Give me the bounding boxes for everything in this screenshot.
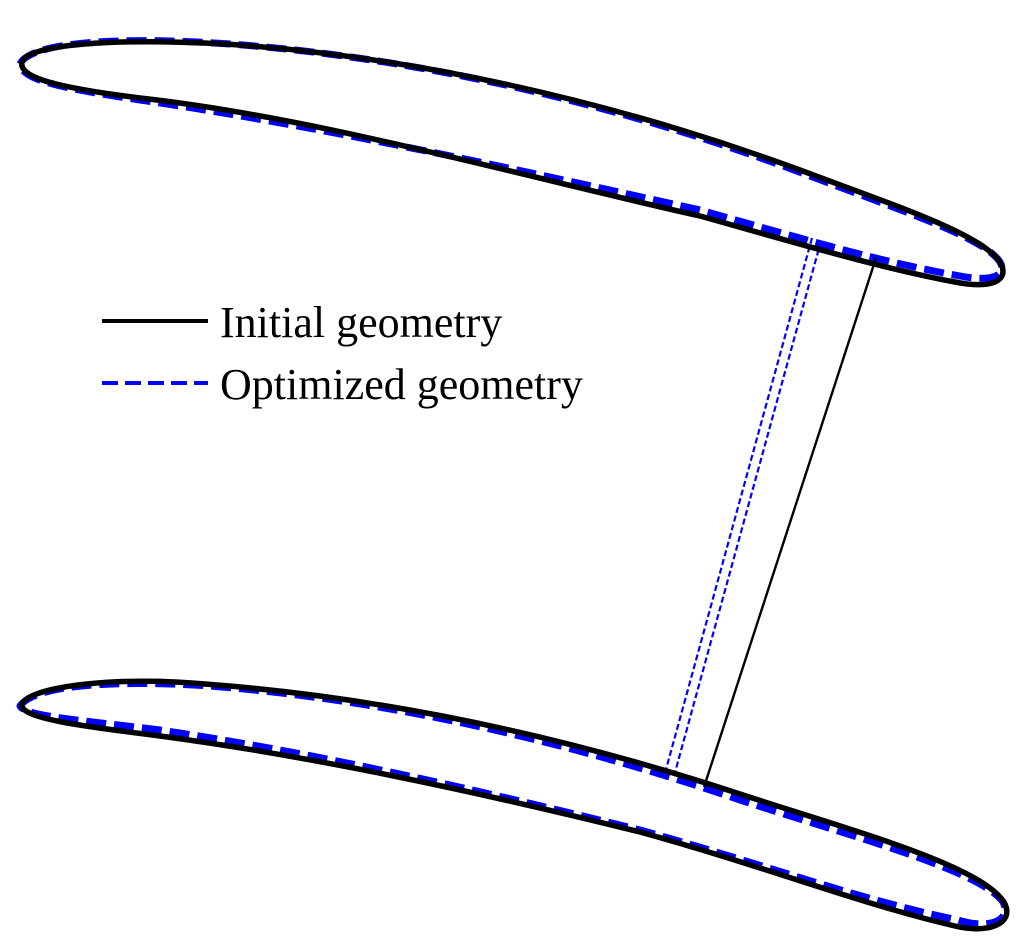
legend-item-optimized: Optimized geometry bbox=[102, 360, 583, 409]
legend-label-initial: Initial geometry bbox=[220, 298, 502, 347]
optimized-connecting-strut bbox=[663, 237, 823, 777]
legend: Initial geometry Optimized geometry bbox=[102, 298, 583, 409]
legend-label-optimized: Optimized geometry bbox=[220, 360, 583, 409]
optimized-upper-airfoil bbox=[16, 37, 1006, 282]
initial-upper-airfoil bbox=[19, 39, 1006, 288]
initial-lower-airfoil bbox=[19, 678, 1010, 932]
initial-connecting-strut bbox=[702, 257, 878, 788]
legend-item-initial: Initial geometry bbox=[102, 298, 502, 347]
initial-geometry bbox=[19, 39, 1010, 932]
